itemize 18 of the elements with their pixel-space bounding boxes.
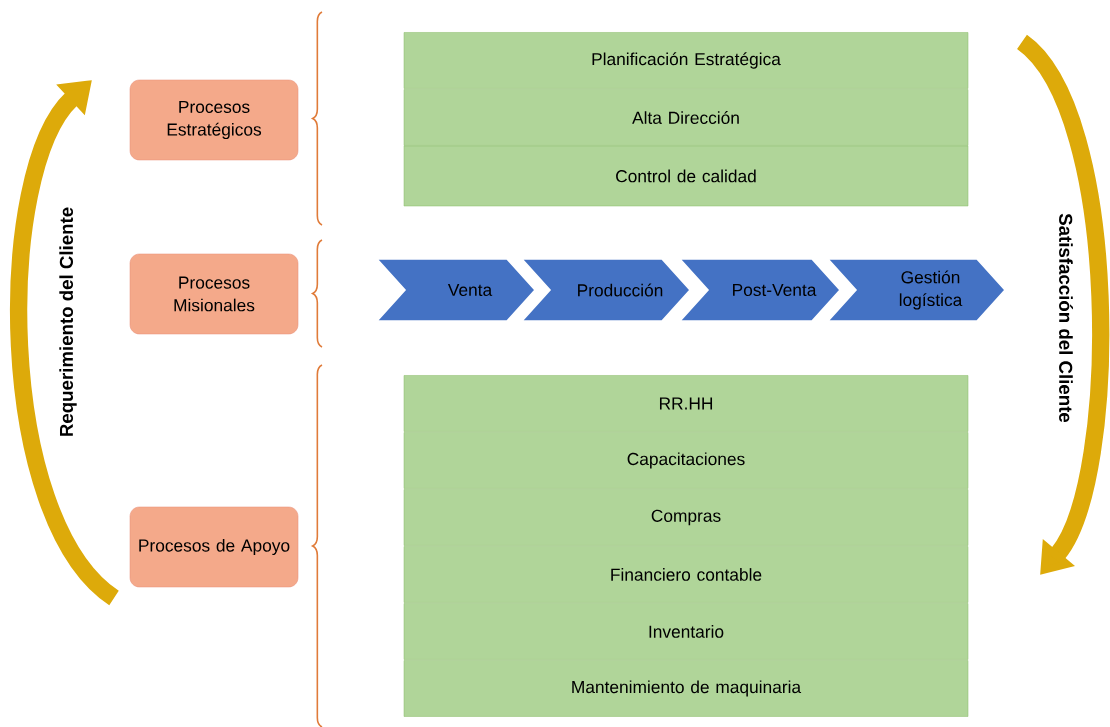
list-cell: Financiero contable: [403, 546, 969, 603]
process-step: Gestión logística: [826, 258, 1007, 322]
process-step: Post-Venta: [678, 258, 842, 322]
process-box: Procesos Estratégicos: [129, 79, 299, 161]
list-cell: Compras: [403, 489, 969, 546]
list-cell: Alta Dirección: [403, 89, 969, 146]
list-cell: RR.HH: [403, 375, 969, 432]
list-cell: Inventario: [403, 603, 969, 660]
process-box: Procesos Misionales: [129, 253, 299, 335]
list-cell: Mantenimiento de maquinaria: [403, 660, 969, 717]
list-cell: Control de calidad: [403, 145, 969, 207]
list-cell: Capacitaciones: [403, 432, 969, 489]
process-step: Producción: [520, 258, 692, 322]
list-cell: Planificación Estratégica: [403, 32, 969, 89]
process-step: Venta: [375, 258, 537, 322]
process-box: Procesos de Apoyo: [129, 506, 299, 588]
arrow-label: Satisfacción del Cliente: [1059, 213, 1073, 423]
arrow-label: Requerimiento del Cliente: [59, 207, 77, 436]
